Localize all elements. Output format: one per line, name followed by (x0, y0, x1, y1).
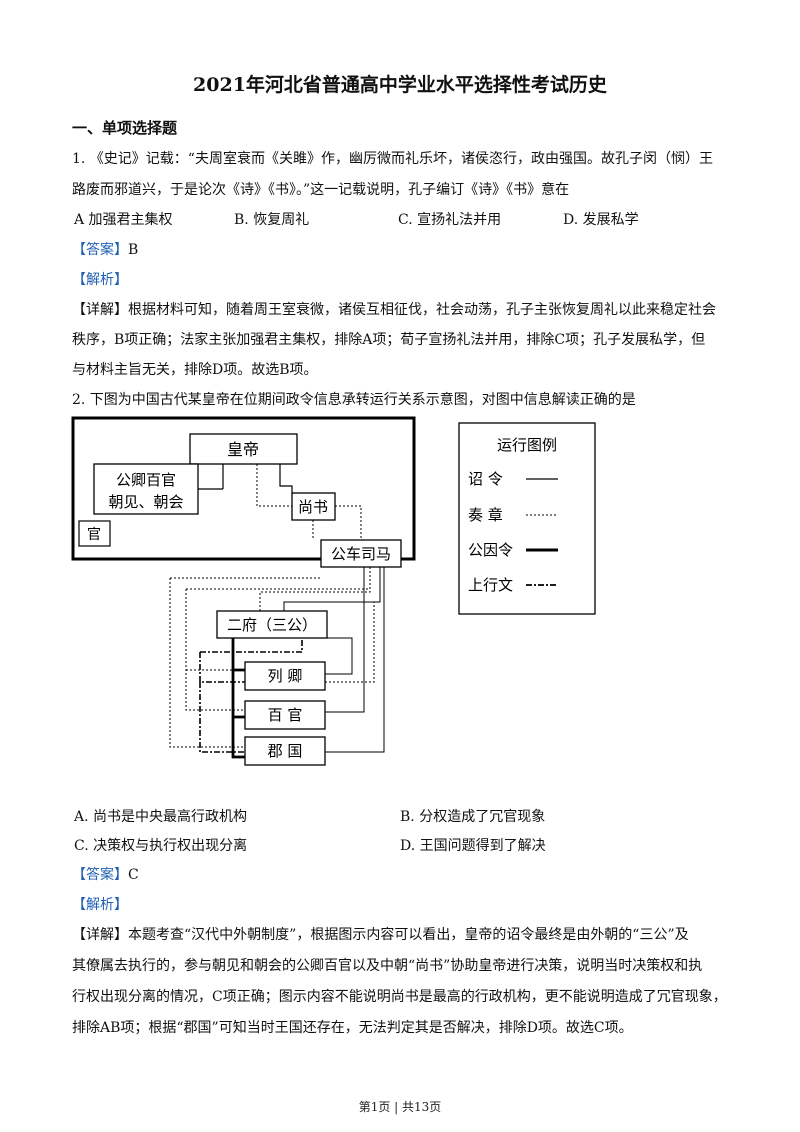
gongche-sima-label: 公车司马 (331, 545, 391, 563)
gongche-sima-box (320, 539, 402, 568)
page-title: 2021年河北省普通高中学业水平选择性考试历史 (193, 74, 607, 96)
q2-detail-line-1: 【详解】本题考查“汉代中外朝制度”，根据图示内容可以看出，皇帝的诏令最终是由外朝… (72, 924, 689, 944)
page-footer: 第1页 | 共13页 (358, 1100, 442, 1114)
q1-detail-tag: 【详解】 (72, 302, 128, 318)
junguo-label: 郡 国 (268, 742, 303, 760)
q2-detail-tag: 【详解】 (72, 927, 128, 943)
q1-option-d: D. 发展私学 (563, 212, 639, 228)
q1-stem-line-2: 路废而邪道兴，于是论次《诗》《书》。”这一记载说明，孔子编订《诗》《书》意在 (72, 182, 570, 198)
q1-answer: 【答案】B (72, 239, 138, 259)
q1-detail-text-1: 根据材料可知，随着周王室衰微，诸侯互相征伐，社会动荡，孔子主张恢复周礼以此来稳定… (128, 302, 716, 318)
q1-detail-line-3: 与材料主旨无关，排除D项。故选B项。 (72, 362, 318, 378)
q2-stem: 2. 下图为中国古代某皇帝在位期间政令信息承转运行关系示意图，对图中信息解读正确… (72, 392, 636, 408)
q1-option-c: C. 宣扬礼法并用 (398, 212, 502, 228)
q1-answer-value: B (128, 242, 139, 258)
q2-option-b: B. 分权造成了冗官现象 (400, 809, 546, 825)
q2-detail-line-3: 行权出现分离的情况，C项正确；图示内容不能说明尚书是最高的行政机构，更不能说明造… (72, 989, 727, 1005)
baiguan-box (244, 700, 326, 730)
q1-answer-tag: 【答案】 (72, 242, 128, 258)
section-heading: 一、单项选择题 (72, 119, 178, 137)
officials-box (93, 463, 199, 515)
q2-option-a: A. 尚书是中央最高行政机构 (74, 809, 248, 825)
lieqing-label: 列 卿 (268, 667, 303, 685)
baiguan-label: 百 官 (268, 706, 303, 724)
legend-item-order: 公因令 (468, 541, 513, 559)
q2-answer-tag: 【答案】 (72, 867, 128, 883)
junguo-box (244, 736, 326, 766)
erfu-box (216, 610, 328, 639)
guan-box (78, 520, 111, 547)
lieqing-box (244, 661, 326, 691)
guan-label: 官 (87, 527, 101, 543)
legend-item-edict: 诏 令 (468, 470, 503, 488)
legend-item-upward: 上行文 (468, 576, 513, 594)
officials-label-2: 朝见、朝会 (108, 493, 183, 511)
q2-detail-text-1: 本题考查“汉代中外朝制度”，根据图示内容可以看出，皇帝的诏令最终是由外朝的“三公… (128, 927, 689, 943)
q1-stem-line-1: 1. 《史记》记载：“夫周室衰而《关雎》作，幽厉微而礼乐坏，诸侯恣行，政由强国。… (72, 151, 713, 167)
q2-option-d: D. 王国问题得到了解决 (400, 838, 546, 854)
legend-title: 运行图例 (497, 436, 557, 454)
q2-option-c: C. 决策权与执行权出现分离 (74, 838, 248, 854)
shangshu-label: 尚书 (298, 498, 328, 516)
governance-diagram: 皇帝 公卿百官 朝见、朝会 官 尚书 公车司马 二府（三公） 列 卿 百 官 郡… (71, 416, 596, 766)
q1-option-a: A 加强君主集权 (74, 212, 173, 228)
q1-detail-line-2: 秩序，B项正确；法家主张加强君主集权，排除A项；荀子宣扬礼法并用，排除C项；孔子… (72, 332, 706, 348)
q2-detail-line-2: 其僚属去执行的，参与朝见和朝会的公卿百官以及中朝“尚书”协助皇帝进行决策，说明当… (72, 958, 703, 974)
q2-analysis-tag: 【解析】 (72, 897, 128, 913)
legend-box (458, 422, 596, 615)
q1-option-b: B. 恢复周礼 (234, 212, 310, 228)
erfu-label: 二府（三公） (227, 616, 317, 634)
q2-answer-value: C (128, 867, 139, 883)
q1-detail-line-1: 【详解】根据材料可知，随着周王室衰微，诸侯互相征伐，社会动荡，孔子主张恢复周礼以… (72, 299, 716, 319)
q2-detail-line-4: 排除AB项；根据“郡国”可知当时王国还存在，无法判定其是否解决，排除D项。故选C… (72, 1020, 633, 1036)
officials-label-1: 公卿百官 (116, 471, 176, 489)
emperor-box (189, 433, 298, 465)
outer-court-frame (71, 416, 416, 561)
q1-analysis-tag: 【解析】 (72, 272, 128, 288)
emperor-label: 皇帝 (227, 440, 259, 459)
legend-item-memorial: 奏 章 (468, 506, 503, 524)
q2-answer: 【答案】C (72, 864, 139, 884)
